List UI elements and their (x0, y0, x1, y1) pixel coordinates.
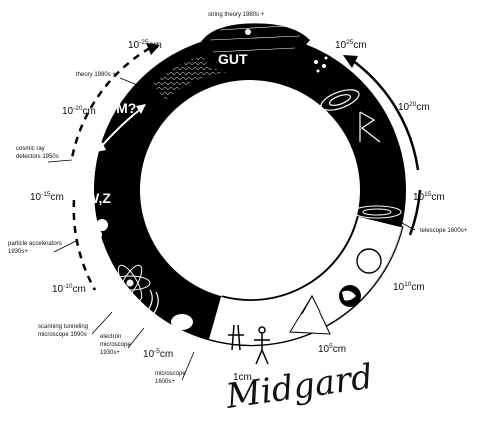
microbe-icon (171, 314, 193, 330)
scale-label-10: 1010cm (393, 281, 425, 293)
sun-icon (357, 249, 381, 273)
era-particle-2: 1930s+ (8, 249, 28, 255)
era-electron-2: microscope (100, 342, 131, 348)
era-cosmic-ray-2: detectors 1950s (16, 154, 59, 160)
era-electron-1: electron (100, 334, 121, 340)
era-microscope-2: 1600s+ (155, 379, 175, 385)
scale-label-5: 105cm (318, 343, 346, 355)
scale-label-minus5: 10-5cm (143, 348, 173, 360)
era-telescope: telescope 1600s+ (420, 228, 468, 234)
dm-label: DM? (106, 100, 136, 116)
era-stm-2: microscope 1990s (38, 332, 87, 338)
era-particle-1: particle accelerators (8, 241, 62, 247)
era-stm-1: scanning tunneling (38, 324, 88, 330)
era-theory: theory 1980s + (76, 72, 116, 78)
planet-icon (339, 285, 361, 307)
scale-label-20: 1020cm (398, 101, 430, 113)
gut-label: GUT (218, 51, 248, 67)
era-string-theory: string theory 1980s + (208, 12, 265, 18)
caption-midgard: Midgard (223, 357, 376, 417)
wz-label: W,Z (86, 190, 111, 206)
serpent-body (117, 50, 403, 346)
scale-label-15: 1015cm (413, 191, 445, 203)
era-electron-3: 1930s+ (100, 350, 120, 356)
scale-label-25: 1025cm (335, 39, 367, 51)
scale-label-minus15: 10-15cm (30, 191, 64, 203)
era-cosmic-ray-1: cosmic ray (16, 146, 45, 152)
era-microscope-1: microscope (155, 371, 186, 377)
scale-label-minus20: 10-20cm (62, 105, 96, 117)
scale-label-minus25: 10-25cm (128, 39, 162, 51)
scale-label-minus10: 10-10cm (52, 283, 86, 295)
